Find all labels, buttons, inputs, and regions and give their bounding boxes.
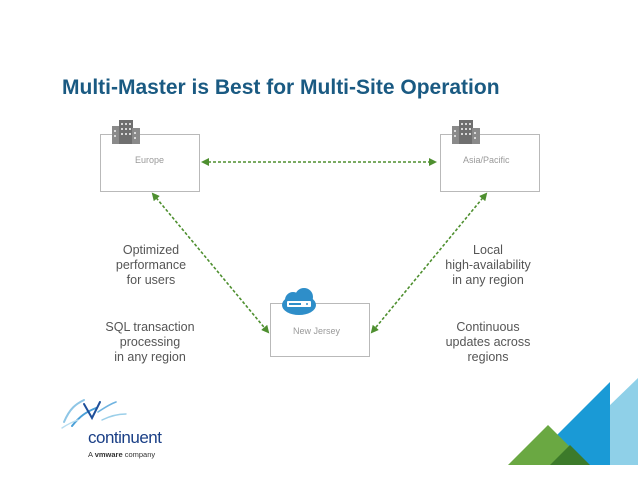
- building-icon: [452, 120, 480, 144]
- site-asia-label: Asia/Pacific: [463, 155, 510, 165]
- site-new-jersey: New Jersey: [270, 303, 370, 357]
- note-optimized-performance: Optimized performance for users: [115, 243, 187, 287]
- tagline-prefix: A: [88, 450, 93, 459]
- site-europe-label: Europe: [135, 155, 165, 165]
- note-local-ha: Local high-availability in any region: [445, 243, 531, 287]
- continuent-wordmark: continuent: [88, 428, 162, 447]
- corner-triangles-decoration: [508, 378, 638, 465]
- building-icon: [112, 120, 140, 144]
- note-sql-transaction: SQL transaction processing in any region: [105, 320, 195, 364]
- slide-title: Multi-Master is Best for Multi-Site Oper…: [62, 76, 500, 99]
- site-newjersey-label: New Jersey: [293, 326, 341, 336]
- note-continuous-updates: Continuous updates across regions: [445, 320, 531, 364]
- continuent-bird-logo: [61, 399, 127, 429]
- vmware-tagline: A vmware company: [88, 450, 155, 459]
- tagline-brand: vmware: [94, 450, 123, 459]
- tagline-suffix: company: [124, 450, 156, 459]
- cloud-server-icon: [282, 288, 316, 315]
